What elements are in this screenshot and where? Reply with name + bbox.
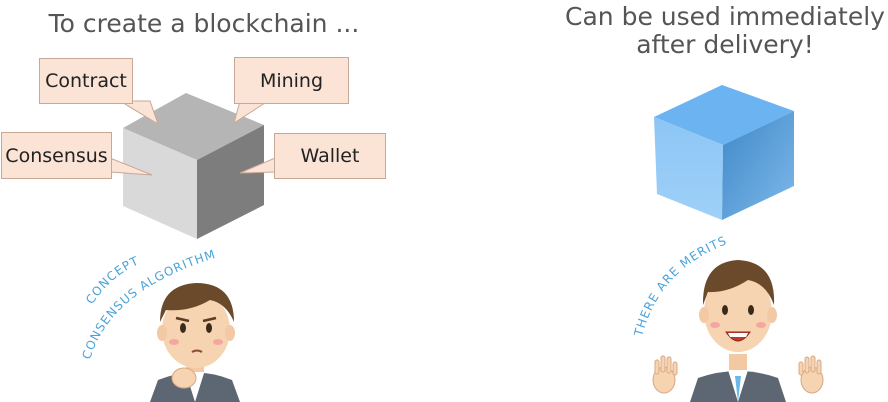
- right-heading-line-2: after delivery!: [636, 30, 814, 59]
- thinking-businessman: [150, 283, 240, 402]
- happy-businessman: [652, 260, 824, 402]
- right-heading: Can be used immediately after delivery!: [560, 3, 888, 59]
- callout-wallet: Wallet: [274, 133, 386, 179]
- callout-tails: [109, 100, 276, 176]
- blue-cube: [654, 85, 794, 220]
- callout-consensus: Consensus: [1, 132, 112, 179]
- callout-mining: Mining: [234, 57, 349, 104]
- callout-contract: Contract: [39, 58, 133, 104]
- right-heading-line-1: Can be used immediately: [565, 2, 885, 31]
- gray-cube: [123, 93, 264, 239]
- left-heading: To create a blockchain ...: [48, 9, 360, 38]
